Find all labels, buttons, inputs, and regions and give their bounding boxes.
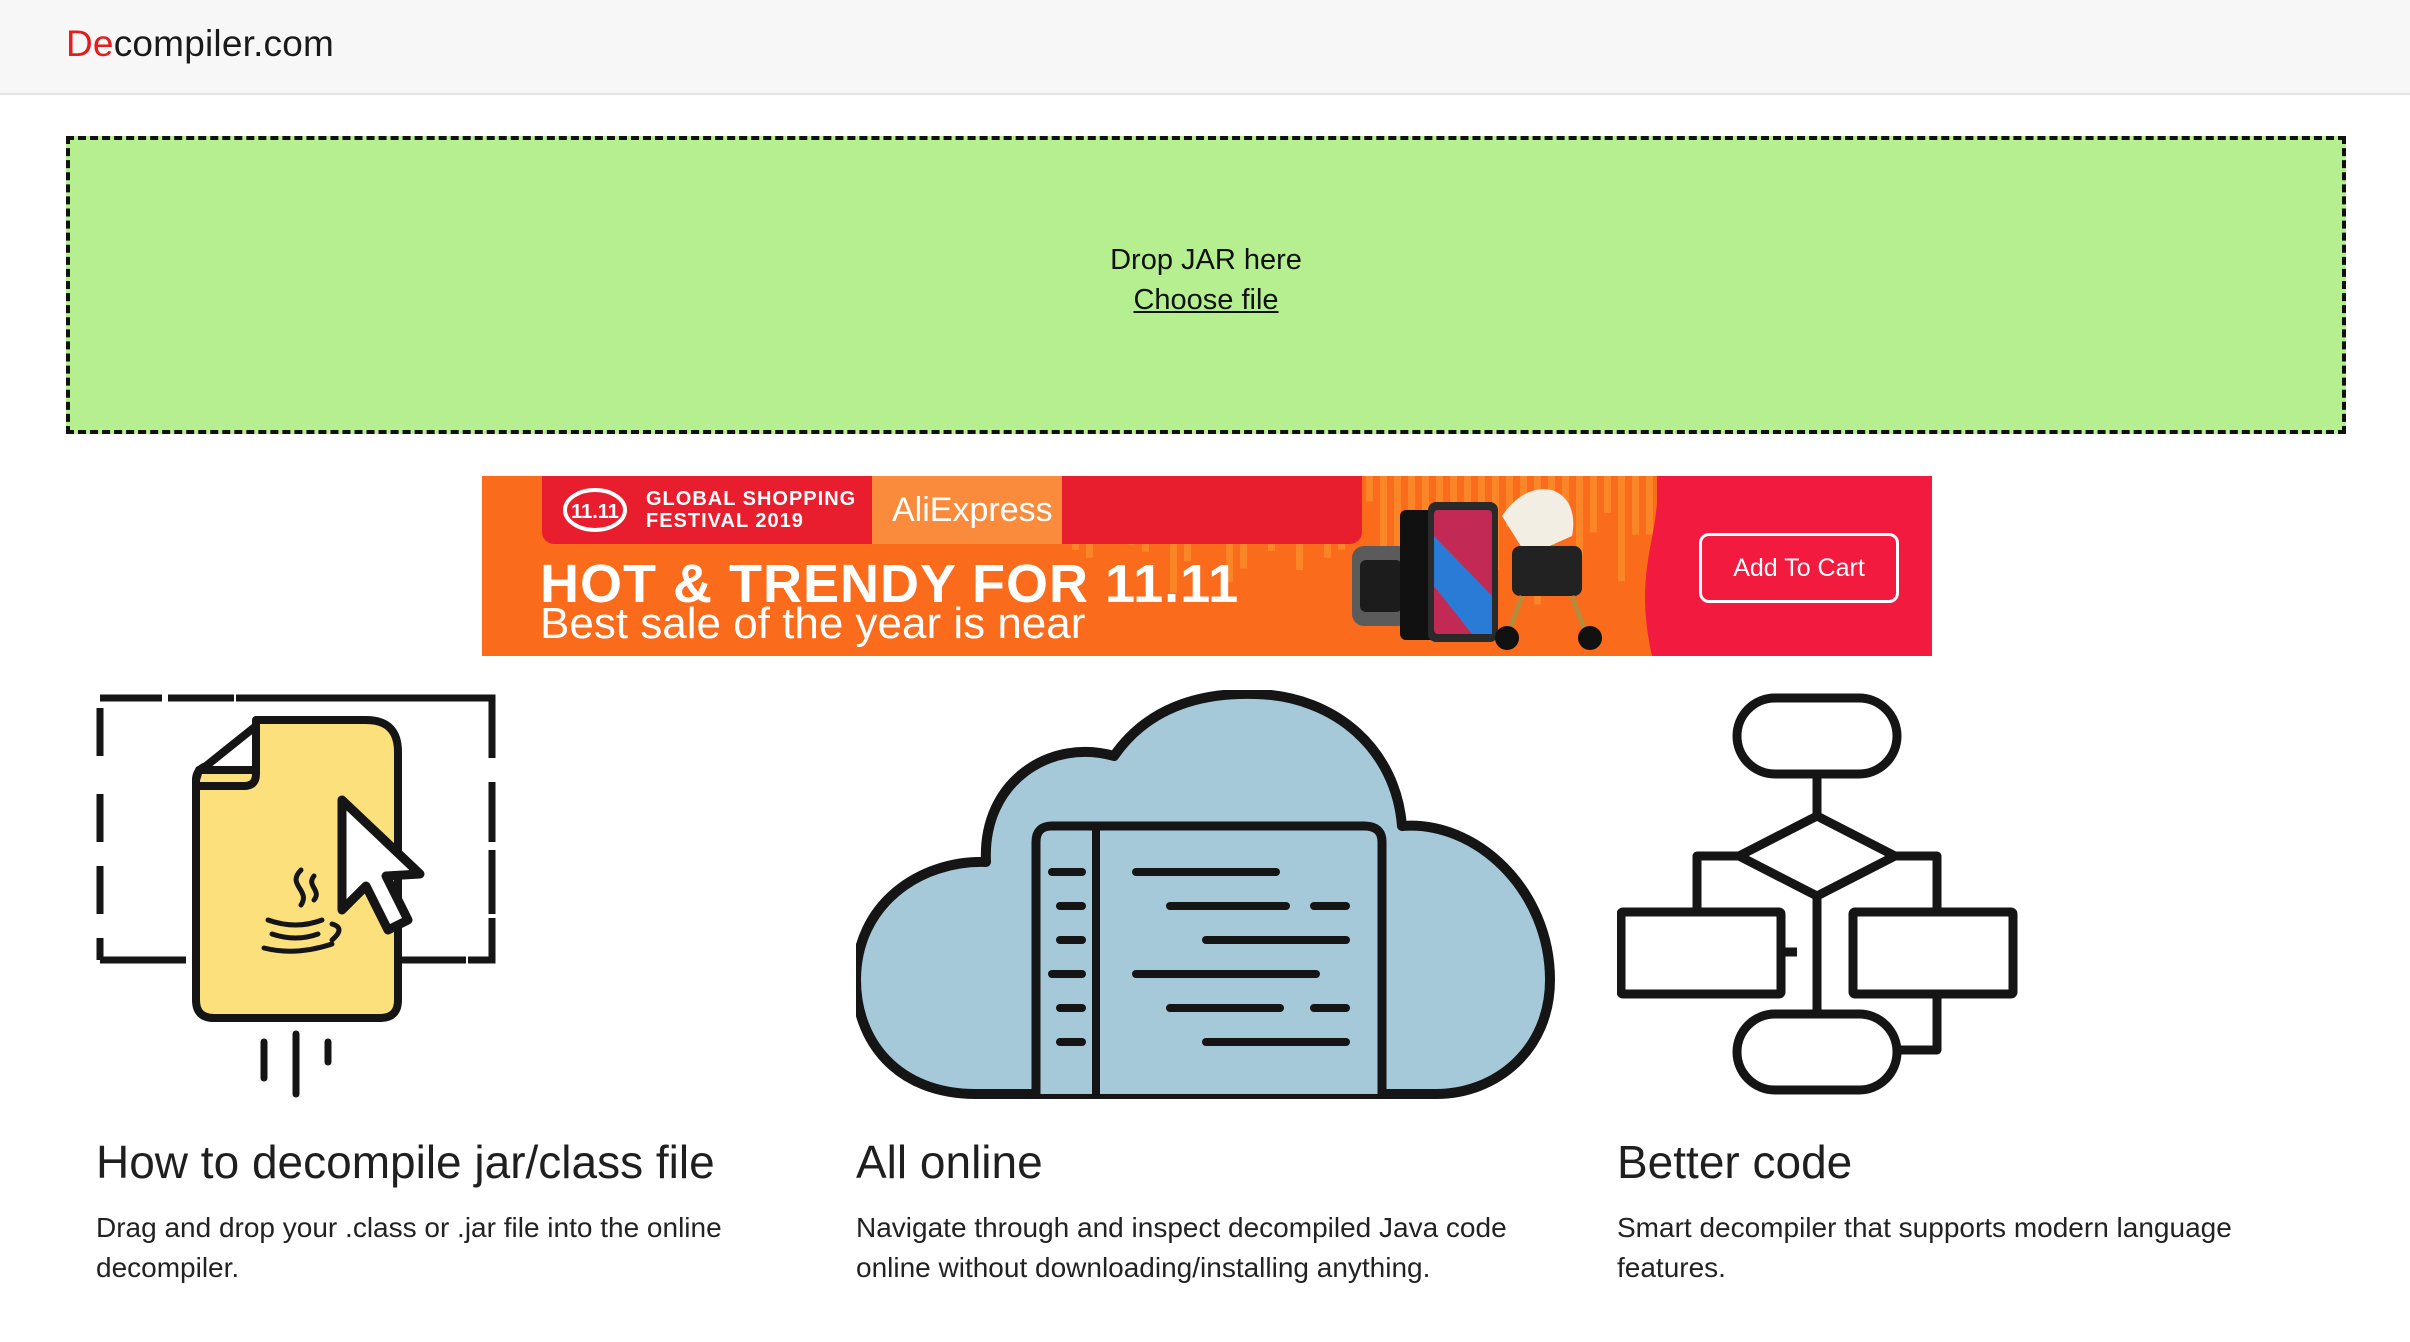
ad-brand-box [872, 476, 1062, 544]
top-bar: Decompiler.com [0, 0, 2410, 95]
ad-products-image [1352, 476, 1692, 656]
drop-instruction: Drop JAR here [1110, 244, 1302, 276]
ad-equalizer-bar [1366, 476, 1373, 502]
jar-dropzone[interactable]: Drop JAR here Choose file [66, 136, 2346, 434]
logo-accent: De [66, 23, 114, 64]
site-logo-link[interactable]: Decompiler.com [66, 22, 334, 66]
ad-festival-text: GLOBAL SHOPPING FESTIVAL 2019 [646, 488, 856, 532]
ad-festival-line2: FESTIVAL 2019 [646, 510, 804, 532]
ad-equalizer-bar [1380, 476, 1387, 600]
festival-logo-icon: 11.11 [563, 488, 627, 532]
advertisement-banner[interactable]: 11.11 GLOBAL SHOPPING FESTIVAL 2019 AliE… [482, 476, 1932, 656]
ad-equalizer-bar [1576, 476, 1583, 557]
cloud-code-icon [856, 690, 1555, 1099]
file-drop-icon [96, 694, 496, 1098]
feature-title: Better code [1617, 1136, 1853, 1188]
ad-equalizer-bar [1450, 476, 1457, 517]
ad-equalizer-bar [1562, 476, 1569, 522]
ad-festival-line1: GLOBAL SHOPPING [646, 488, 857, 510]
feature-better-code: Better code Smart decompiler that suppor… [1617, 690, 2357, 1283]
ad-equalizer-bar [1632, 476, 1639, 535]
ad-red-panel [1657, 476, 1932, 656]
festival-badge-text: 11.11 [571, 501, 619, 523]
ad-equalizer-bar [1604, 476, 1611, 513]
choose-file-link[interactable]: Choose file [1133, 284, 1279, 316]
logo-text: compiler.com [113, 23, 335, 64]
ad-equalizer-bar [1394, 476, 1401, 603]
feature-description: Navigate through and inspect decompiled … [856, 1212, 1507, 1283]
feature-description: Smart decompiler that supports modern la… [1617, 1212, 2232, 1283]
ad-subheadline: Best sale of the year is near [540, 599, 1086, 648]
ad-equalizer-bar [1506, 476, 1513, 527]
flowchart-icon [1617, 693, 2018, 1095]
ad-equalizer-bar [1590, 476, 1597, 533]
ad-headline: HOT & TRENDY FOR 11.11 [540, 554, 1240, 614]
feature-description: Drag and drop your .class or .jar file i… [96, 1212, 722, 1283]
feature-how-to: How to decompile jar/class file Drag and… [96, 690, 836, 1283]
feature-title: All online [856, 1136, 1043, 1188]
feature-all-online: All online Navigate through and inspect … [856, 690, 1596, 1283]
feature-title: How to decompile jar/class file [96, 1136, 715, 1188]
ad-brand: AliExpress [892, 491, 1053, 529]
ad-add-to-cart-button[interactable]: Add To Cart [1699, 533, 1899, 603]
ad-equalizer-bar [1408, 476, 1415, 510]
ad-equalizer-bar [1646, 476, 1653, 535]
ad-equalizer-bar [1618, 476, 1625, 582]
